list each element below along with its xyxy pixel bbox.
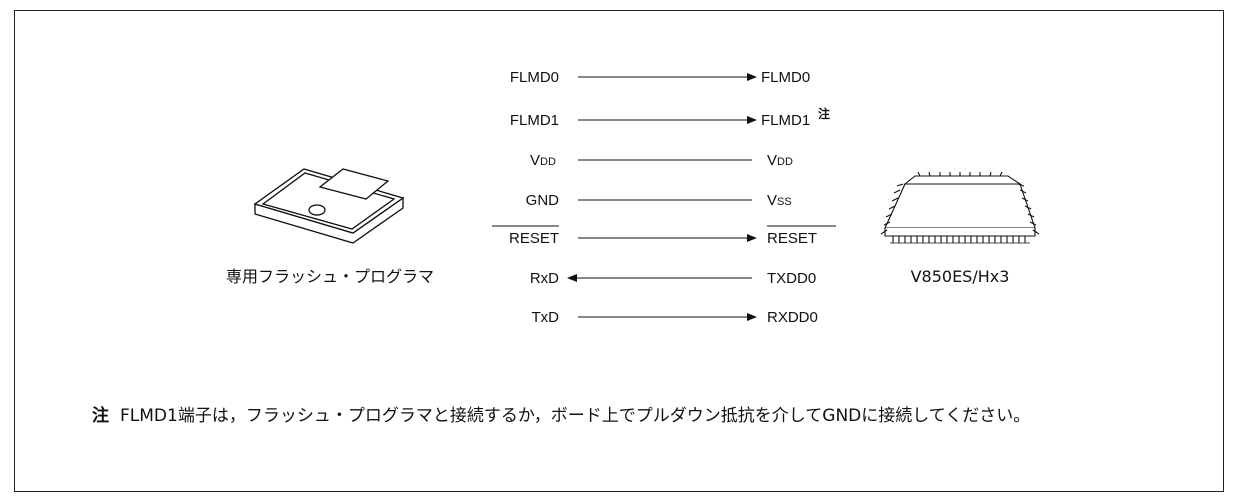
left-signal-label: FLMD0 [510,69,559,86]
left-signal-label: RxD [530,270,559,287]
signal-row-flmd0: FLMD0 FLMD0 [510,69,810,86]
flash-programmer-icon [253,168,405,244]
left-signal-label: VDD [530,152,556,169]
footnote: 注 FLMD1端子は，フラッシュ・プログラマと接続するか，ボード上でプルダウン抵… [92,398,1220,434]
right-signal-label: FLMD1 [761,112,810,129]
programmer-label: 専用フラッシュ・プログラマ [226,267,434,286]
signal-row-reset: RESET RESET [492,225,836,247]
figure-frame [14,10,1224,492]
left-signal-label: GND [526,192,560,209]
v850-chip-icon [880,171,1040,244]
footnote-mark: 注 [92,406,109,426]
right-signal-label: RESET [767,230,817,247]
device-label: V850ES/Hx3 [911,267,1010,286]
left-signal-label: RESET [509,230,559,247]
right-signal-label: FLMD0 [761,69,810,86]
signal-row-txd: TxD RXDD0 [532,309,818,326]
signal-row-gnd: GND VSS [526,192,792,209]
signal-row-vdd: VDD VDD [530,152,793,169]
right-signal-label: TXDD0 [767,270,816,287]
right-signal-label: VSS [767,192,792,209]
signal-row-rxd: RxD TXDD0 [530,270,816,287]
right-signal-label: RXDD0 [767,309,818,326]
note-reference-mark: 注 [818,106,830,121]
signal-row-flmd1: FLMD1 FLMD1 注 [510,106,830,129]
left-signal-label: TxD [532,309,560,326]
left-signal-label: FLMD1 [510,112,559,129]
right-signal-label: VDD [767,152,793,169]
footnote-text: FLMD1端子は，フラッシュ・プログラマと接続するか，ボード上でプルダウン抵抗を… [120,406,1031,426]
